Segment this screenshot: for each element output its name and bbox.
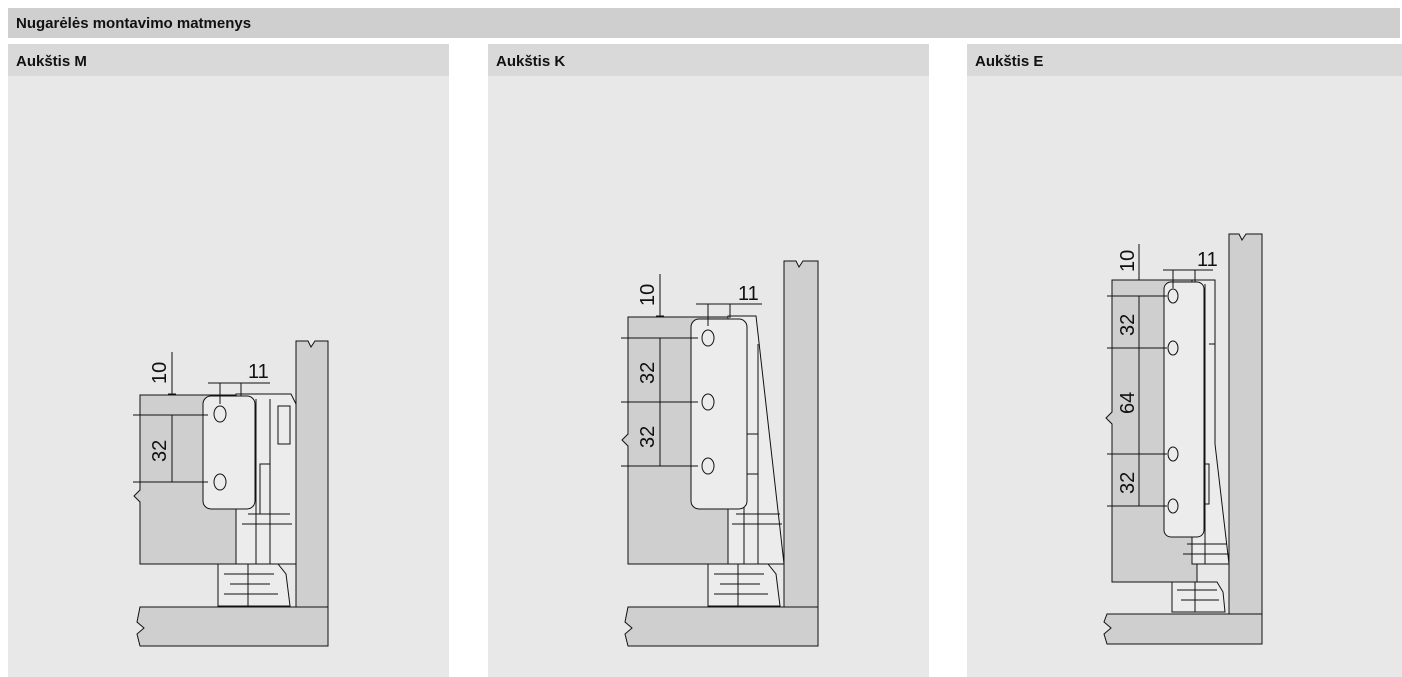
runner-base [707,563,781,607]
dimension-label: 10 [149,362,171,384]
panel-heading: Aukštis M [16,53,87,70]
bracket-plate [1163,281,1205,538]
dimension-label: 11 [1197,249,1218,271]
panel-height-k: Aukštis K 10 11 32 32 [488,44,929,677]
panel-heading-bar: Aukštis E [967,44,1402,76]
mounting-drawing-m: 10 11 32 [133,340,329,647]
side-wall [295,340,329,608]
side-wall [783,260,819,608]
dimension-label: 32 [637,362,659,384]
dimension-label: 32 [637,426,659,448]
bottom-board [1103,613,1263,645]
panel-height-e: Aukštis E 10 11 32 64 32 [967,44,1402,677]
mounting-drawing-e: 10 11 32 64 32 [1103,233,1263,645]
dimension-label: 11 [738,283,759,305]
panel-height-m: Aukštis M 10 11 32 [8,44,449,677]
page-title: Nugarėlės montavimo matmenys [16,15,252,32]
panel-heading: Aukštis K [496,53,566,70]
bottom-board [136,606,329,647]
panel-heading: Aukštis E [975,53,1044,70]
bottom-board [624,606,819,647]
bracket-plate [202,395,256,510]
dimension-label: 11 [248,361,269,383]
panel-heading-bar: Aukštis M [8,44,449,76]
runner-base [217,563,291,607]
dimension-label: 32 [1117,472,1139,494]
side-wall [1228,233,1263,615]
runner-base [1171,581,1226,613]
dimension-label: 32 [149,440,171,462]
panel-heading-bar: Aukštis K [488,44,929,76]
dimension-label: 10 [637,284,659,306]
dimension-label: 32 [1117,314,1139,336]
dimension-label: 10 [1117,250,1139,272]
bracket-plate [690,318,748,510]
dimension-label: 64 [1117,392,1139,414]
mounting-drawing-k: 10 11 32 32 [621,260,819,647]
title-bar: Nugarėlės montavimo matmenys [8,8,1400,38]
